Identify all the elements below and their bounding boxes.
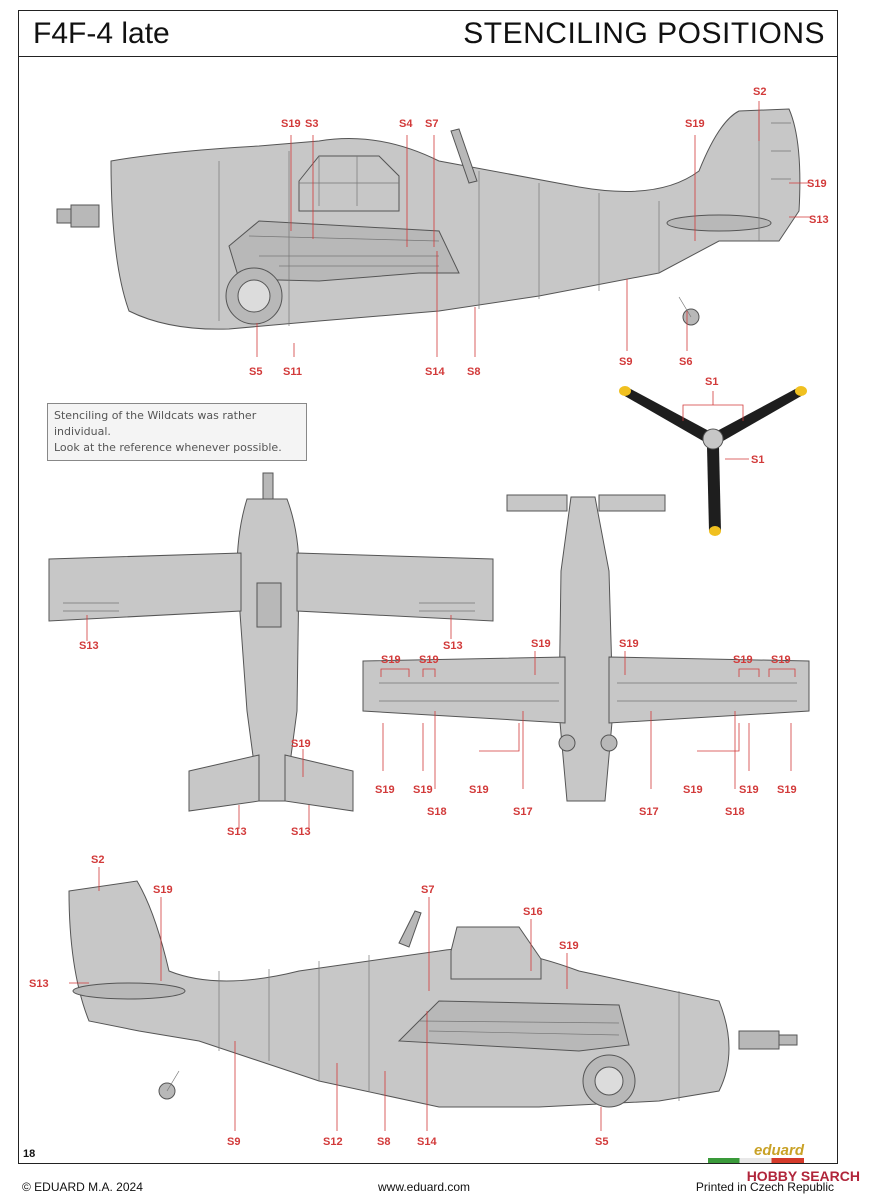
lbl-rs-s8: S8 xyxy=(377,1136,390,1148)
lbl-side-s19c: S19 xyxy=(807,178,827,190)
side-view-left: S19 S3 S4 S7 S2 S19 S19 S13 S5 S11 S14 S… xyxy=(56,86,829,378)
lbl-rs-s7: S7 xyxy=(421,884,434,896)
lbl-side-s8: S8 xyxy=(467,366,480,378)
lbl-bot-s19f: S19 xyxy=(771,654,791,666)
model-title: F4F-4 late xyxy=(33,17,170,50)
propeller: S1 S1 xyxy=(619,376,807,536)
lbl-rs-s9: S9 xyxy=(227,1136,240,1148)
lbl-rs-s12: S12 xyxy=(323,1136,343,1148)
lbl-bot-r4: S19 xyxy=(683,784,703,796)
lbl-bot-s17a: S17 xyxy=(513,806,533,818)
lbl-top-s13d: S13 xyxy=(291,826,311,838)
lbl-top-s13c: S13 xyxy=(227,826,247,838)
lbl-bot-r2: S19 xyxy=(413,784,433,796)
lbl-prop-s1b: S1 xyxy=(751,454,764,466)
lbl-bot-r1: S19 xyxy=(375,784,395,796)
note-line-2: Look at the reference whenever possible. xyxy=(54,441,282,454)
page-title: STENCILING POSITIONS xyxy=(463,17,825,50)
lbl-bot-r5: S19 xyxy=(739,784,759,796)
lbl-rs-s16: S16 xyxy=(523,906,543,918)
lbl-rs-s19a: S19 xyxy=(153,884,173,896)
lbl-top-s13a: S13 xyxy=(79,640,99,652)
footer-copyright: © EDUARD M.A. 2024 xyxy=(22,1180,143,1194)
lbl-bot-s19a: S19 xyxy=(381,654,401,666)
lbl-rs-s13: S13 xyxy=(29,978,49,990)
lbl-side-s3: S3 xyxy=(305,118,318,130)
footer: eduard © EDUARD M.A. 2024 www.eduard.com… xyxy=(18,1142,838,1200)
lbl-side-s13: S13 xyxy=(809,214,829,226)
lbl-bot-s19d: S19 xyxy=(619,638,639,650)
lbl-side-s19a: S19 xyxy=(281,118,301,130)
lbl-bot-r6: S19 xyxy=(777,784,797,796)
lbl-bot-r3: S19 xyxy=(469,784,489,796)
page-number: 18 xyxy=(23,1148,36,1160)
lbl-side-s5: S5 xyxy=(249,366,262,378)
bottom-view: S19 S19 S19 S19 S19 S19 S19 S19 S19 S19 … xyxy=(362,494,810,818)
eduard-logo-stripe xyxy=(708,1158,804,1163)
lbl-side-s6: S6 xyxy=(679,356,692,368)
lbl-rs-s14: S14 xyxy=(417,1136,437,1148)
footer-website[interactable]: www.eduard.com xyxy=(378,1180,471,1194)
lbl-bot-s19e: S19 xyxy=(733,654,753,666)
top-view: S13 S13 S19 S13 S13 xyxy=(48,472,494,838)
lbl-bot-s19c: S19 xyxy=(531,638,551,650)
lbl-bot-s19b: S19 xyxy=(419,654,439,666)
lbl-side-s9: S9 xyxy=(619,356,632,368)
drawings: S19 S3 S4 S7 S2 S19 S19 S13 S5 S11 S14 S… xyxy=(29,86,829,1148)
lbl-side-s19b: S19 xyxy=(685,118,705,130)
lbl-top-s13b: S13 xyxy=(443,640,463,652)
side-view-right: S2 S19 S7 S16 S19 S13 S9 S12 S8 S14 S5 xyxy=(29,854,798,1148)
lbl-side-s4: S4 xyxy=(399,118,413,130)
lbl-side-s7: S7 xyxy=(425,118,438,130)
lbl-rs-s2: S2 xyxy=(91,854,104,866)
lbl-rs-s5: S5 xyxy=(595,1136,608,1148)
footer-printed: Printed in Czech Republic xyxy=(695,1180,834,1194)
lbl-side-s2: S2 xyxy=(753,86,766,98)
eduard-logo: eduard xyxy=(753,1142,804,1159)
lbl-prop-s1a: S1 xyxy=(705,376,718,388)
lbl-rs-s19b: S19 xyxy=(559,940,579,952)
lbl-bot-s18a: S18 xyxy=(427,806,447,818)
watermark: HOBBY SEARCH xyxy=(746,1168,860,1184)
lbl-bot-s18b: S18 xyxy=(725,806,745,818)
lbl-bot-s17b: S17 xyxy=(639,806,659,818)
note-line-1: Stenciling of the Wildcats was rather in… xyxy=(54,409,257,438)
lbl-top-s19: S19 xyxy=(291,738,311,750)
header: F4F-4 late STENCILING POSITIONS xyxy=(19,11,837,57)
lbl-side-s14: S14 xyxy=(425,366,445,378)
lbl-side-s11: S11 xyxy=(283,366,302,378)
note-box: Stenciling of the Wildcats was rather in… xyxy=(47,403,307,461)
stencil-sheet: F4F-4 late STENCILING POSITIONS xyxy=(18,10,838,1164)
